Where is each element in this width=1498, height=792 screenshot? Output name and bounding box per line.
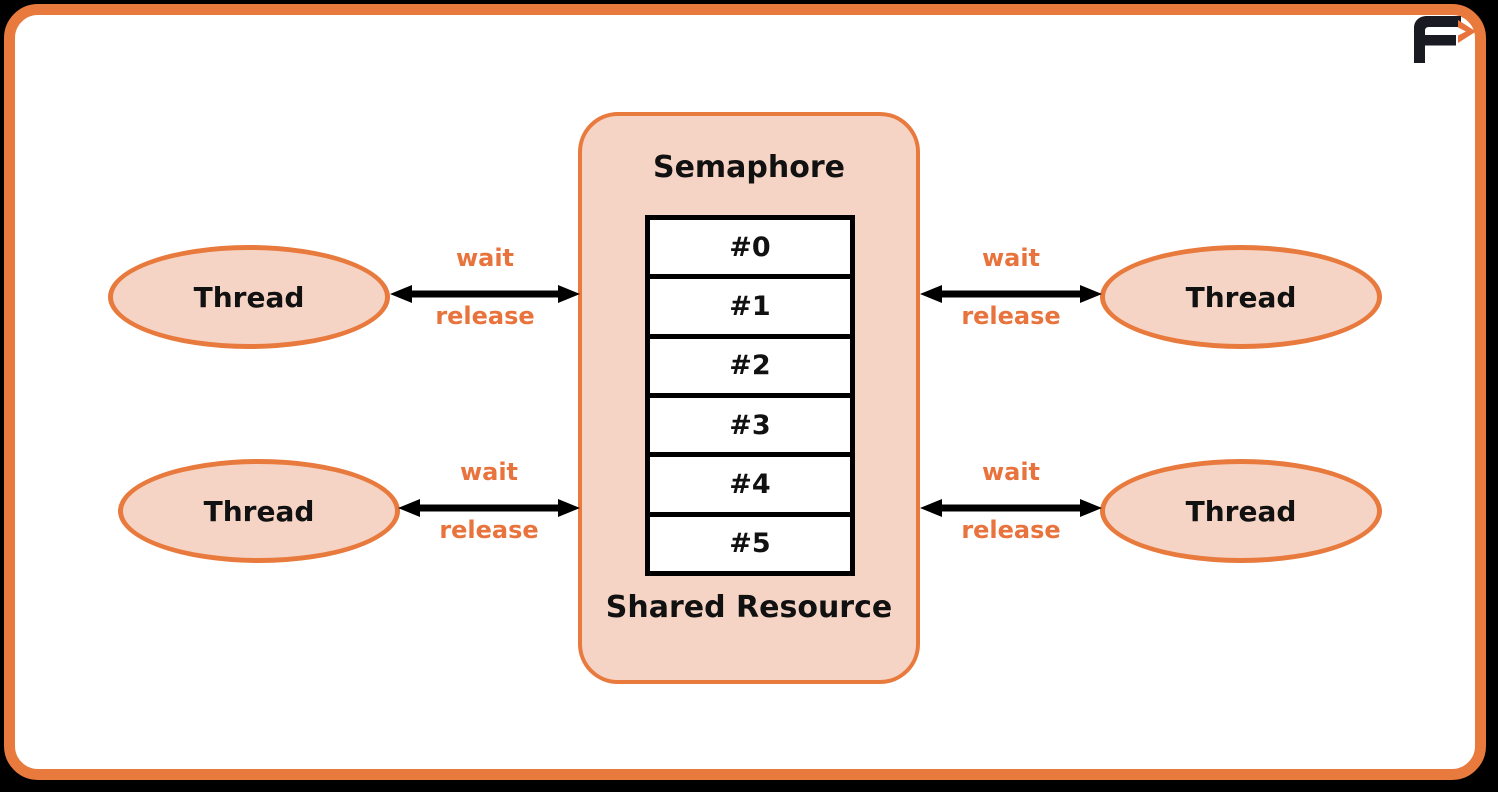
release-label: release xyxy=(435,302,535,330)
slot-row: #1 xyxy=(650,279,850,339)
wait-label: wait xyxy=(455,244,515,272)
thread-label: Thread xyxy=(1185,494,1297,528)
release-label: release xyxy=(961,302,1061,330)
slot-row: #2 xyxy=(650,338,850,398)
wait-label: wait xyxy=(459,458,519,486)
slot-row: #4 xyxy=(650,457,850,517)
thread-label: Thread xyxy=(1185,280,1297,314)
double-arrow-icon xyxy=(390,285,580,303)
favtutor-logo xyxy=(1408,14,1482,64)
thread-label: Thread xyxy=(193,280,305,314)
release-label: release xyxy=(439,516,539,544)
release-label: release xyxy=(961,516,1061,544)
double-arrow-icon xyxy=(920,285,1102,303)
slot-row: #0 xyxy=(650,220,850,280)
thread-node-bottom-left: Thread xyxy=(118,459,400,563)
wait-label: wait xyxy=(981,458,1041,486)
thread-node-bottom-right: Thread xyxy=(1100,459,1382,563)
semaphore-slot-table: #0 #1 #2 #3 #4 #5 xyxy=(645,215,855,576)
thread-node-top-left: Thread xyxy=(108,245,390,349)
thread-node-top-right: Thread xyxy=(1100,245,1382,349)
double-arrow-icon xyxy=(920,499,1102,517)
thread-label: Thread xyxy=(203,494,315,528)
shared-resource-label: Shared Resource xyxy=(605,590,893,625)
wait-label: wait xyxy=(981,244,1041,272)
semaphore-title: Semaphore xyxy=(652,150,846,185)
double-arrow-icon xyxy=(398,499,580,517)
slot-row: #5 xyxy=(650,516,850,571)
slot-row: #3 xyxy=(650,397,850,458)
